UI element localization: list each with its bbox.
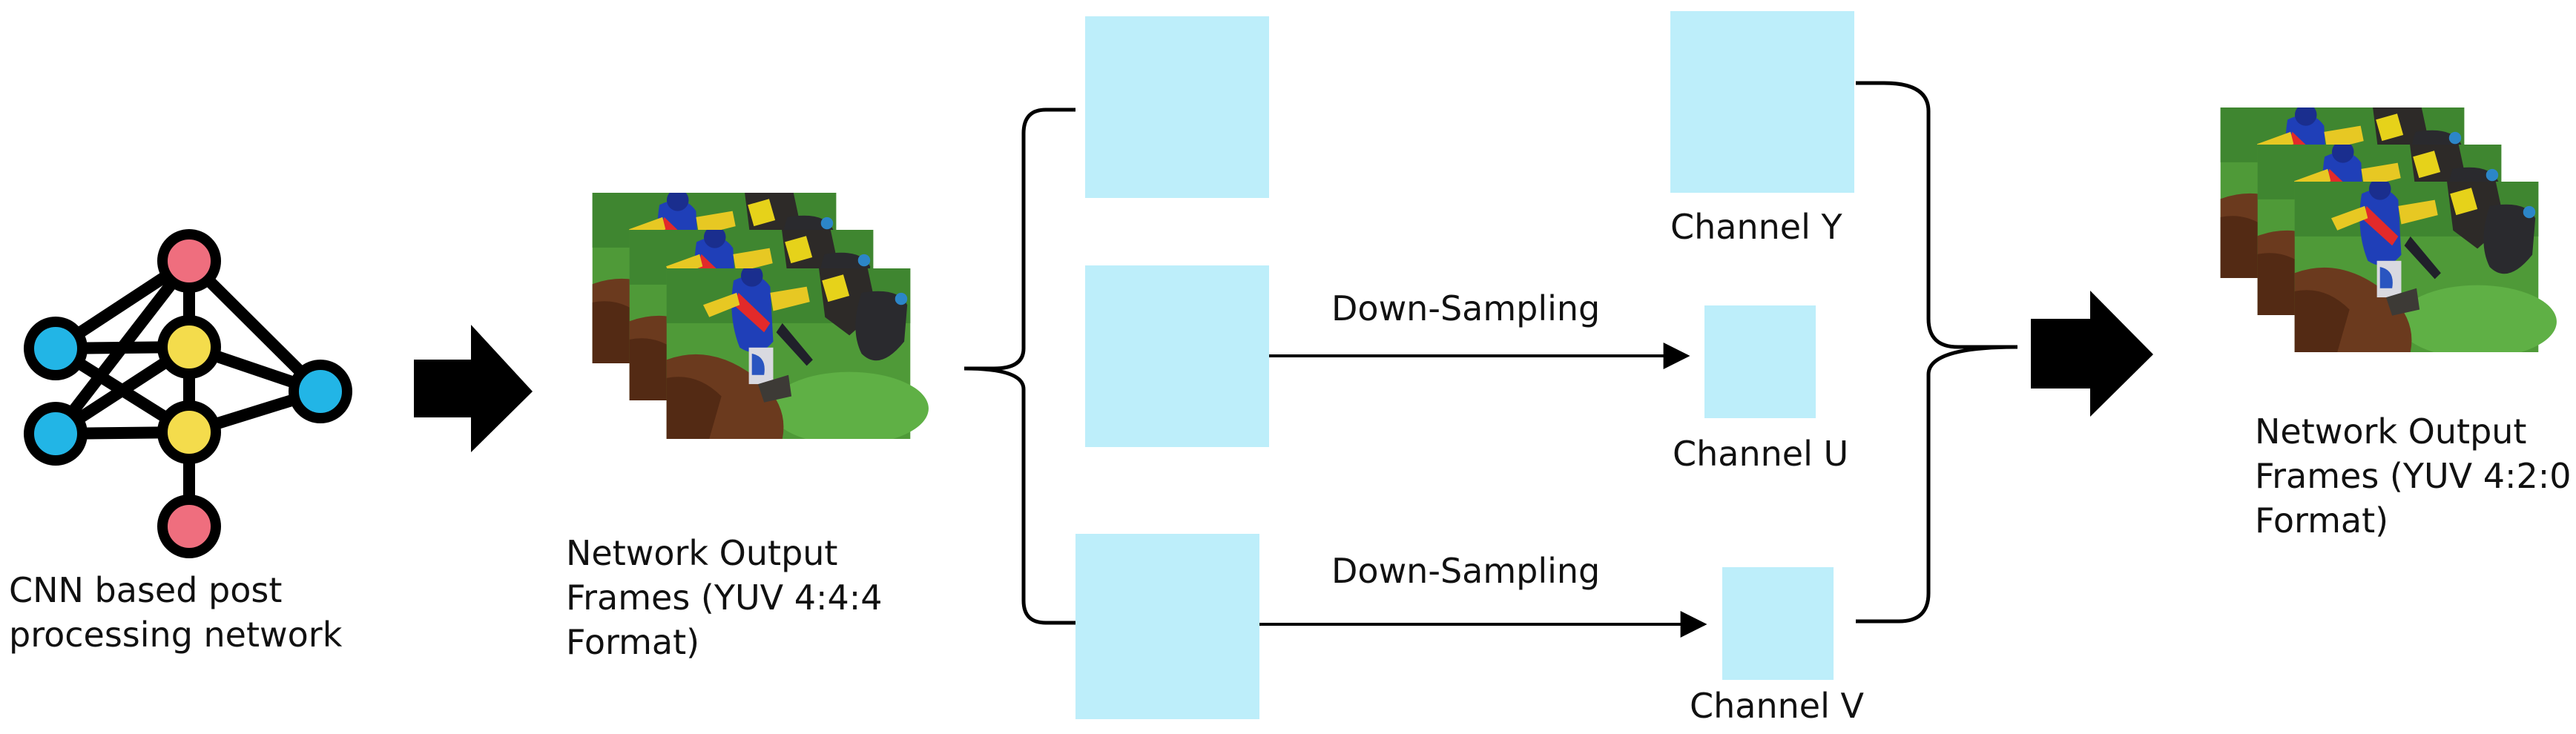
output-420-label-line3: Format) [2255,500,2388,540]
channel-block-v [1722,567,1834,680]
block-arrow-right-icon [414,325,533,452]
channel-block-u-full [1085,265,1269,447]
video-frame-stack-icon-420 [2220,108,2557,352]
downsampling-label-v: Down-Sampling [1331,551,1600,591]
output-420-label-line1: Network Output [2255,411,2526,452]
channel-block-y-full [1085,16,1269,198]
channel-u-label: Channel U [1673,434,1848,474]
block-arrow-right-icon-2 [2031,291,2153,417]
left-brace [963,108,1075,625]
channel-block-v-full [1075,534,1259,719]
channel-block-y [1670,11,1854,193]
downsampling-label-u: Down-Sampling [1331,288,1600,328]
cnn-label-line2: processing network [9,615,343,655]
right-brace [1856,81,2018,624]
output-420-label-line2: Frames (YUV 4:2:0 [2255,456,2572,496]
neural-network-icon [24,229,352,558]
cnn-label-line1: CNN based post [9,570,282,610]
channel-block-u [1704,305,1816,418]
channel-v-label: Channel V [1690,686,1864,726]
channel-y-label: Channel Y [1670,207,1842,247]
output-444-label-line1: Network Output [566,533,837,573]
output-444-label-line3: Format) [566,622,699,662]
video-frame-stack-icon-444 [592,193,929,439]
output-444-label-line2: Frames (YUV 4:4:4 [566,578,883,618]
